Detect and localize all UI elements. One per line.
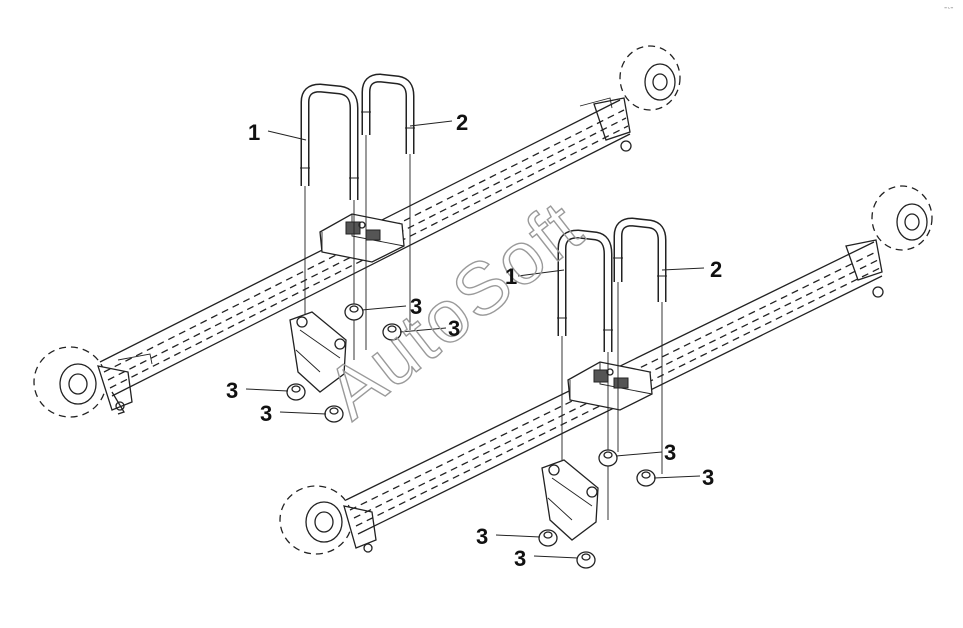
top-u-bolt-1 xyxy=(300,83,359,200)
bottom-axle-seat xyxy=(567,361,653,411)
callout-bottom-3c: 3 xyxy=(476,524,488,549)
bottom-nut-c xyxy=(538,529,558,547)
bottom-clamp-plate xyxy=(541,459,599,541)
callout-bottom-3b: 3 xyxy=(702,465,714,490)
bottom-nut-d xyxy=(576,551,596,569)
callout-bottom-3a: 3 xyxy=(664,440,676,465)
bottom-nut-b xyxy=(636,469,656,487)
top-axle-seat xyxy=(319,213,405,263)
bottom-u-bolt-1 xyxy=(557,229,613,352)
callout-bottom-2: 2 xyxy=(710,257,722,282)
callout-top-2: 2 xyxy=(456,110,468,135)
bottom-spring-assembly xyxy=(279,185,933,569)
bottom-spring-front-eye xyxy=(279,485,377,555)
callout-top-3b: 3 xyxy=(448,316,460,341)
bottom-spring-rear-eye xyxy=(845,185,933,298)
top-nut-a xyxy=(344,303,364,321)
callout-top-1: 1 xyxy=(248,120,260,145)
callout-top-3c: 3 xyxy=(226,378,238,403)
callout-bottom-1: 1 xyxy=(505,264,517,289)
top-spring-assembly xyxy=(33,45,681,423)
callout-bottom-3d: 3 xyxy=(514,546,526,571)
corner-mark: -˴- xyxy=(944,3,954,13)
bottom-nut-a xyxy=(598,449,618,467)
callout-top-3d: 3 xyxy=(260,401,272,426)
top-spring-front-eye xyxy=(33,346,133,418)
top-u-bolt-2 xyxy=(361,73,415,154)
top-nut-c xyxy=(286,383,306,401)
bottom-u-bolt-2 xyxy=(613,217,667,302)
callout-top-3a: 3 xyxy=(410,294,422,319)
top-clamp-plate xyxy=(289,311,347,393)
